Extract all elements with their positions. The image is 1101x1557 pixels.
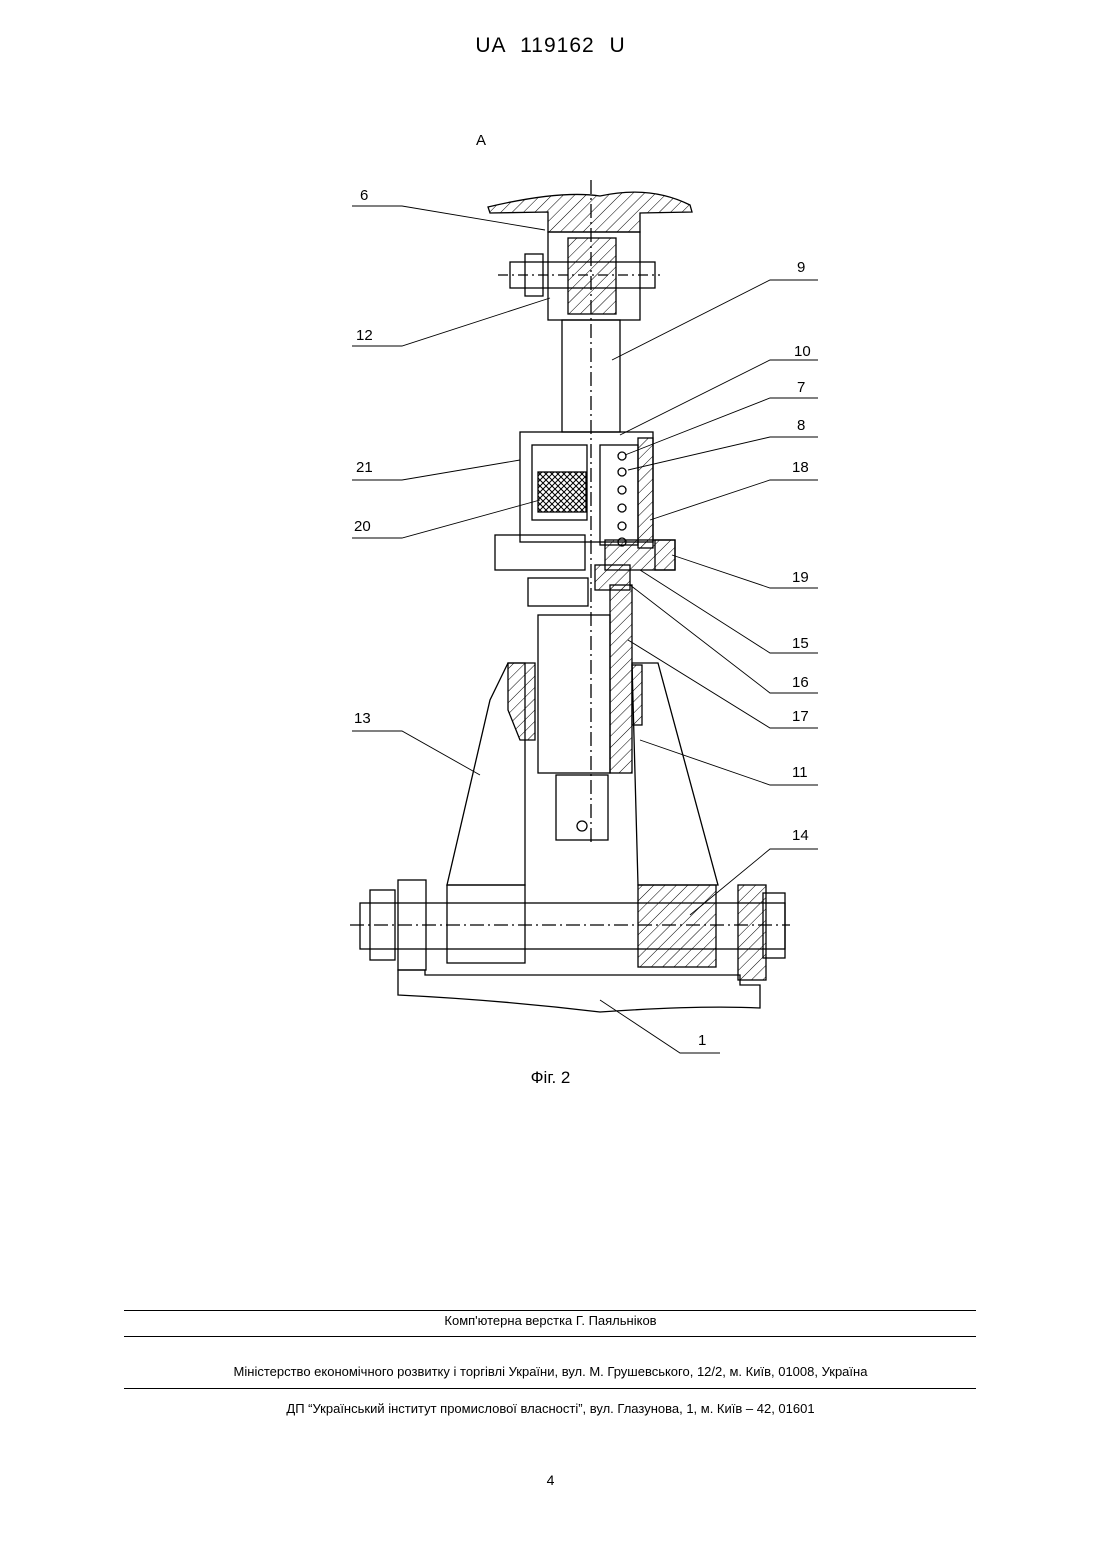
figure-caption: Фіг. 2 bbox=[0, 1068, 1101, 1088]
institute-address: ДП “Український інститут промислової вла… bbox=[0, 1401, 1101, 1416]
callout-16: 16 bbox=[792, 674, 809, 691]
coil-20 bbox=[538, 472, 586, 512]
footer-rule-2 bbox=[124, 1336, 976, 1337]
callout-12: 12 bbox=[356, 327, 373, 344]
callout-20: 20 bbox=[354, 518, 371, 535]
bolt-14 bbox=[360, 903, 785, 949]
callout-21: 21 bbox=[356, 459, 373, 476]
callout-17: 17 bbox=[792, 708, 809, 725]
callout-14: 14 bbox=[792, 827, 809, 844]
sleeve-11 bbox=[610, 585, 632, 773]
callout-6: 6 bbox=[360, 187, 368, 204]
layout-credit: Комп'ютерна верстка Г. Паяльніков bbox=[0, 1313, 1101, 1328]
callout-18: 18 bbox=[792, 459, 809, 476]
collar bbox=[495, 535, 585, 570]
callout-11: 11 bbox=[792, 764, 808, 781]
page-number: 4 bbox=[0, 1472, 1101, 1488]
callout-7: 7 bbox=[797, 379, 805, 396]
callout-8: 8 bbox=[797, 417, 805, 434]
spring-7 bbox=[618, 452, 626, 546]
callout-9: 9 bbox=[797, 259, 805, 276]
callout-15: 15 bbox=[792, 635, 809, 652]
callout-10: 10 bbox=[794, 343, 811, 360]
footer-rule-1 bbox=[124, 1310, 976, 1311]
callout-13: 13 bbox=[354, 710, 371, 727]
base-1 bbox=[398, 970, 760, 1012]
technical-drawing: 6 12 9 10 7 8 18 21 20 19 15 16 17 13 11… bbox=[0, 0, 1101, 1100]
footer-rule-3 bbox=[124, 1388, 976, 1389]
callout-1: 1 bbox=[698, 1032, 706, 1049]
callout-19: 19 bbox=[792, 569, 809, 586]
ministry-address: Міністерство економічного розвитку і тор… bbox=[0, 1364, 1101, 1379]
